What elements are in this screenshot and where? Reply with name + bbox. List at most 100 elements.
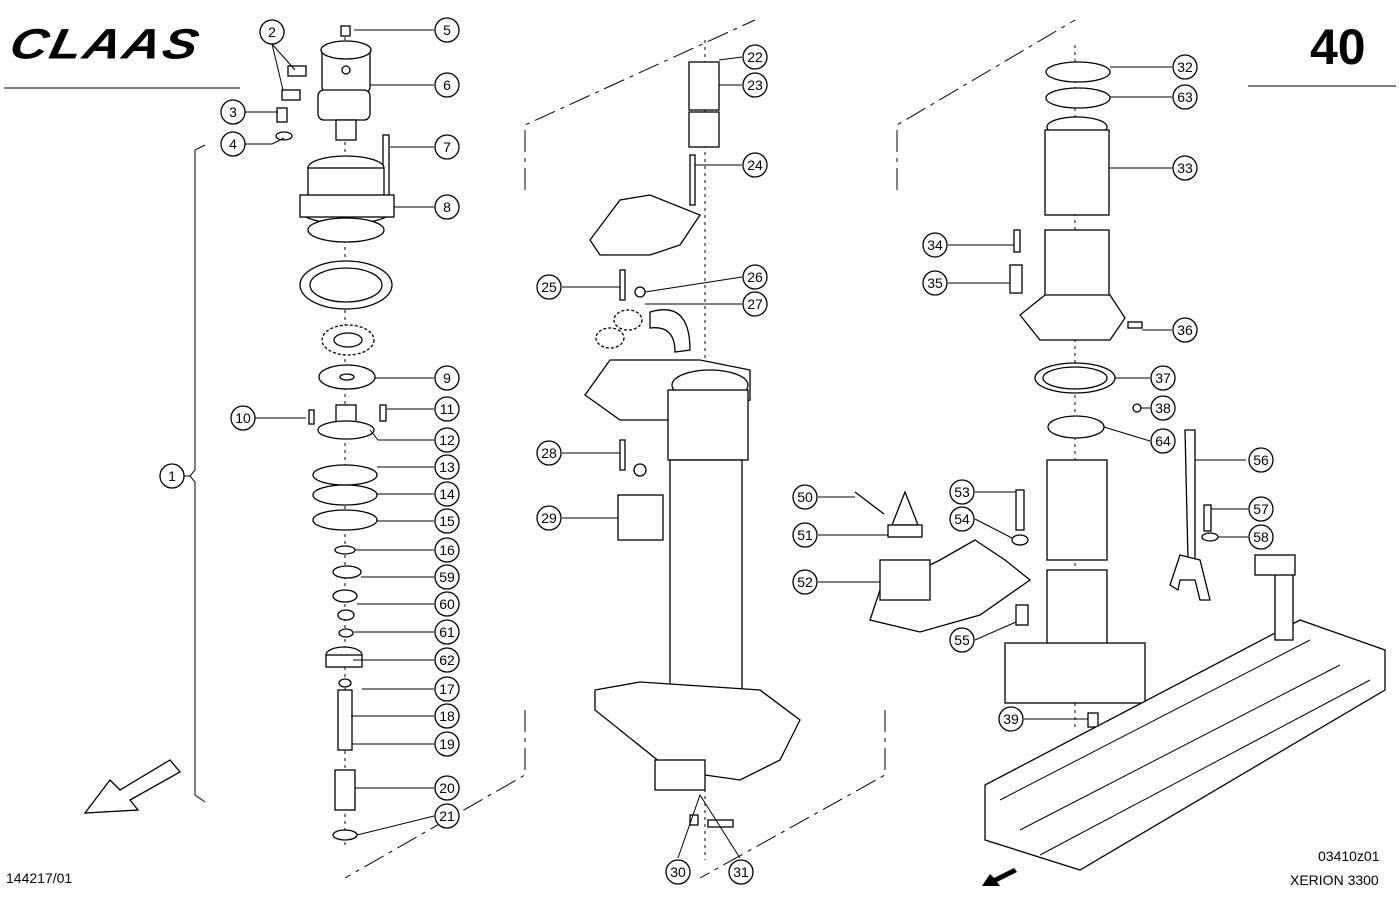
callout-33: 33 <box>1172 155 1198 181</box>
group-boundaries <box>344 19 1076 879</box>
svg-text:19: 19 <box>439 736 455 752</box>
svg-text:28: 28 <box>541 445 557 461</box>
svg-text:3: 3 <box>229 104 237 120</box>
callout-53: 53 <box>949 479 975 505</box>
callout-7: 7 <box>434 134 460 160</box>
callout-34: 34 <box>922 232 948 258</box>
callout-21: 21 <box>434 803 460 829</box>
svg-text:2: 2 <box>268 24 276 40</box>
callout-24: 24 <box>742 152 768 178</box>
svg-text:21: 21 <box>439 808 455 824</box>
svg-text:7: 7 <box>443 139 451 155</box>
svg-text:12: 12 <box>439 432 455 448</box>
svg-text:37: 37 <box>1155 370 1171 386</box>
callout-56: 56 <box>1248 447 1274 473</box>
callout-22: 22 <box>742 44 768 70</box>
callout-12: 12 <box>434 427 460 453</box>
callout-30: 30 <box>665 859 691 885</box>
svg-text:32: 32 <box>1177 59 1193 75</box>
callout-14: 14 <box>434 481 460 507</box>
svg-text:31: 31 <box>733 864 749 880</box>
callout-35: 35 <box>922 270 948 296</box>
svg-text:61: 61 <box>439 624 455 640</box>
assembly-bracket <box>186 144 206 803</box>
svg-text:53: 53 <box>954 484 970 500</box>
svg-text:36: 36 <box>1177 322 1193 338</box>
svg-text:22: 22 <box>747 49 763 65</box>
svg-text:64: 64 <box>1155 433 1171 449</box>
callout-37: 37 <box>1150 365 1176 391</box>
callout-13: 13 <box>434 454 460 480</box>
svg-text:63: 63 <box>1177 89 1193 105</box>
svg-text:60: 60 <box>439 596 455 612</box>
svg-text:6: 6 <box>443 77 451 93</box>
callout-4: 4 <box>220 131 246 157</box>
callout-3: 3 <box>220 99 246 125</box>
svg-text:25: 25 <box>541 279 557 295</box>
svg-text:18: 18 <box>439 708 455 724</box>
front-direction-arrow-icon <box>83 759 182 814</box>
callout-27: 27 <box>742 291 768 317</box>
figure-code: 03410z01 <box>1318 848 1380 864</box>
callout-59: 59 <box>434 564 460 590</box>
svg-text:50: 50 <box>797 489 813 505</box>
callout-17: 17 <box>434 676 460 702</box>
svg-text:56: 56 <box>1253 452 1269 468</box>
callout-57: 57 <box>1248 496 1274 522</box>
callout-23: 23 <box>742 72 768 98</box>
callout-29: 29 <box>536 505 562 531</box>
callout-63: 63 <box>1172 84 1198 110</box>
svg-text:8: 8 <box>443 199 451 215</box>
center-assembly <box>584 40 801 860</box>
callout-55: 55 <box>949 627 975 653</box>
svg-text:4: 4 <box>229 136 237 152</box>
svg-text:10: 10 <box>235 410 251 426</box>
svg-text:15: 15 <box>439 513 455 529</box>
svg-text:59: 59 <box>439 569 455 585</box>
svg-text:1: 1 <box>168 468 176 484</box>
callout-6: 6 <box>434 72 460 98</box>
svg-text:34: 34 <box>927 237 943 253</box>
front-direction-arrow-small-icon <box>982 868 1017 886</box>
callout-1: 1 <box>159 463 185 489</box>
svg-text:23: 23 <box>747 77 763 93</box>
svg-text:24: 24 <box>747 157 763 173</box>
svg-text:38: 38 <box>1155 400 1171 416</box>
callout-58: 58 <box>1248 524 1274 550</box>
svg-text:5: 5 <box>443 22 451 38</box>
callout-60: 60 <box>434 591 460 617</box>
model-name: XERION 3300 <box>1290 872 1379 888</box>
callout-8: 8 <box>434 194 460 220</box>
svg-text:39: 39 <box>1003 711 1019 727</box>
callout-38: 38 <box>1150 395 1176 421</box>
callout-10: 10 <box>230 405 256 431</box>
callout-36: 36 <box>1172 317 1198 343</box>
callout-9: 9 <box>434 365 460 391</box>
callout-28: 28 <box>536 440 562 466</box>
svg-text:52: 52 <box>797 574 813 590</box>
svg-text:51: 51 <box>797 527 813 543</box>
callout-39: 39 <box>998 706 1024 732</box>
callout-11: 11 <box>434 396 460 422</box>
svg-text:9: 9 <box>443 370 451 386</box>
svg-text:20: 20 <box>439 780 455 796</box>
svg-text:17: 17 <box>439 681 455 697</box>
svg-text:27: 27 <box>747 296 763 312</box>
callout-19: 19 <box>434 731 460 757</box>
svg-text:14: 14 <box>439 486 455 502</box>
drawing-reference: 144217/01 <box>6 870 73 886</box>
callout-54: 54 <box>949 506 975 532</box>
callouts: 1 2 3 4 5 6 7 8 9 10 11 12 13 14 15 16 1… <box>159 17 1274 885</box>
svg-text:35: 35 <box>927 275 943 291</box>
callout-25: 25 <box>536 274 562 300</box>
callout-32: 32 <box>1172 54 1198 80</box>
svg-text:58: 58 <box>1253 529 1269 545</box>
svg-text:33: 33 <box>1177 160 1193 176</box>
callout-31: 31 <box>728 859 754 885</box>
callout-62: 62 <box>434 647 460 673</box>
callout-18: 18 <box>434 703 460 729</box>
callout-5: 5 <box>434 17 460 43</box>
left-assembly <box>275 25 395 845</box>
svg-text:16: 16 <box>439 542 455 558</box>
